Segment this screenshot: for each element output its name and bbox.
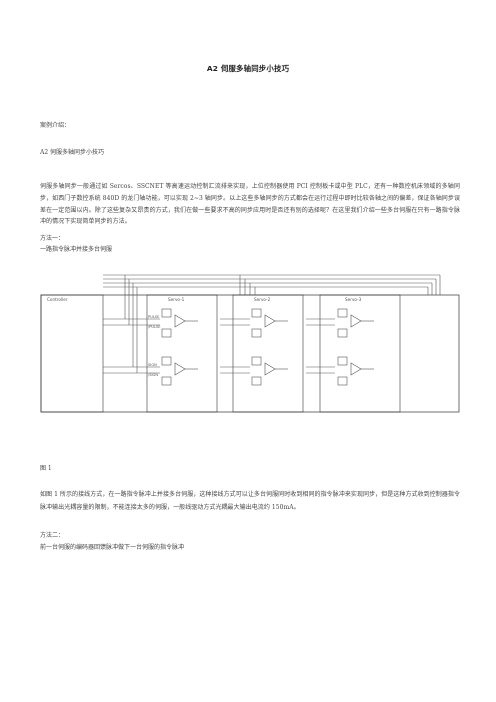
method1-label: 方法一： [40, 235, 65, 242]
figure-label: 图 1 [40, 465, 52, 472]
method1-desc: 一路指令脉冲并接多台伺服 [40, 246, 113, 253]
pin-pulse: PULSE [148, 315, 160, 319]
servo-2-label: Servo-2 [254, 297, 271, 302]
pin-pulse-n: /PULSE [148, 325, 161, 329]
servo-3-label: Servo-3 [345, 297, 362, 302]
wiring-diagram: Controller Servo-1 Servo-2 Servo-3 PULSE… [40, 274, 460, 413]
case-label: 案例介绍： [40, 122, 71, 129]
pin-sign-n: /SIGN [148, 373, 158, 377]
pin-sign: SIGN [148, 363, 157, 367]
controller-label: Controller [47, 297, 68, 302]
case-title: A2 伺服多轴同步小技巧 [40, 149, 105, 156]
method2-label: 方法二： [40, 532, 65, 539]
servo-1-label: Servo-1 [168, 297, 185, 302]
document-title: A2 伺服多轴同步小技巧 [206, 64, 290, 73]
method2-desc: 前一台伺服的编码器回馈脉冲做下一台伺服的指令脉冲 [40, 544, 185, 551]
figure-description: 如图 1 所示的接线方式，在一路指令脉冲上并接多台伺服，这种接线方式可以让多台伺… [40, 491, 460, 511]
intro-paragraph: 伺服多轴同步一般通过如 Sercos、SSCNET 等高速运动控制汇流排来实现，… [40, 183, 460, 226]
